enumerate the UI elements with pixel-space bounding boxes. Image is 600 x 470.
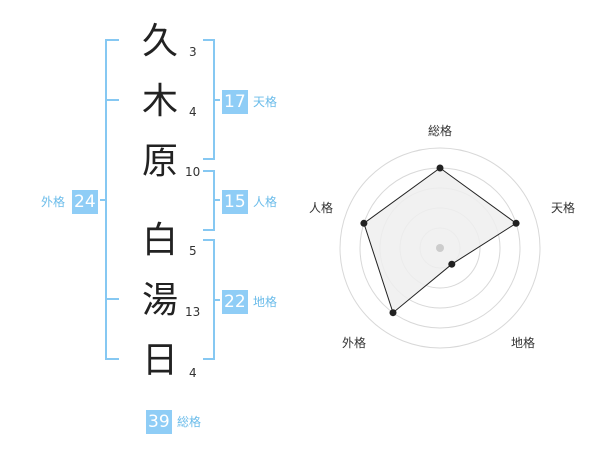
radar-point-soukaku	[436, 164, 444, 172]
stroke-count-6: 4	[189, 366, 197, 380]
tenkaku-bracket	[203, 39, 220, 160]
name-char-6: 日	[141, 340, 178, 381]
gaikaku-label: 外格	[41, 195, 66, 209]
chikaku-label: 地格	[253, 295, 278, 309]
name-char-4: 白	[141, 220, 178, 261]
radar-point-jinkaku	[360, 219, 368, 227]
soukaku-label: 総格	[177, 415, 202, 429]
gaikaku-value: 24	[72, 190, 98, 214]
gaikaku-bracket	[100, 39, 119, 360]
radar-point-chikaku	[448, 260, 456, 268]
chikaku-value: 22	[222, 290, 248, 314]
radar-point-tenkaku	[512, 219, 520, 227]
stroke-count-2: 4	[189, 105, 197, 119]
radar-label-jinkaku: 人格	[309, 200, 333, 215]
stroke-count-4: 5	[189, 244, 197, 258]
radar-label-soukaku: 総格	[428, 123, 452, 138]
stroke-count-1: 3	[189, 45, 197, 59]
stroke-count-3: 10	[185, 165, 201, 179]
radar-center-dot	[436, 244, 444, 252]
radar-point-gaikaku	[389, 309, 397, 317]
jinkaku-bracket	[203, 170, 220, 231]
name-char-3: 原	[141, 141, 178, 182]
radar-label-chikaku: 地格	[511, 335, 535, 350]
chikaku-bracket	[203, 239, 220, 360]
radar-polygon	[363, 167, 517, 314]
radar-chart: 総格 天格 地格 外格 人格	[309, 123, 575, 350]
tenkaku-value: 17	[222, 90, 248, 114]
tenkaku-label: 天格	[253, 95, 278, 109]
soukaku-value: 39	[146, 410, 172, 434]
radar-label-gaikaku: 外格	[342, 335, 366, 350]
jinkaku-value: 15	[222, 190, 248, 214]
name-char-5: 湯	[141, 280, 178, 321]
jinkaku-label: 人格	[253, 195, 278, 209]
radar-label-tenkaku: 天格	[551, 200, 575, 215]
name-char-1: 久	[141, 21, 178, 62]
stroke-count-5: 13	[185, 305, 201, 319]
name-char-2: 木	[141, 81, 178, 122]
